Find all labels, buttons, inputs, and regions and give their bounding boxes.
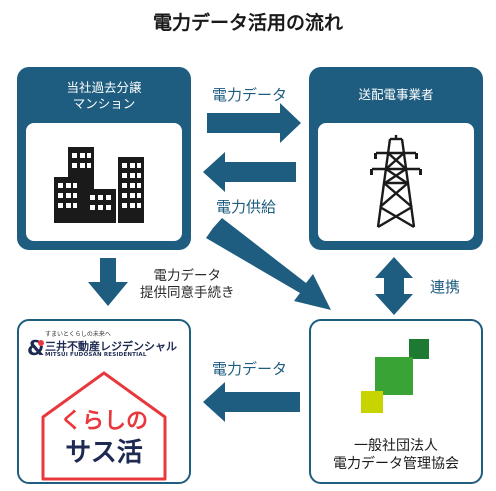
arrow-from-utility xyxy=(203,152,296,192)
utility-inner xyxy=(318,123,474,241)
arrow-to-brand xyxy=(203,382,300,422)
flow-label-link: 連携 xyxy=(430,278,461,296)
brand-logo-mark: & xyxy=(27,337,44,359)
utility-label: 送配電事業者 xyxy=(358,87,434,102)
association-logo-mark xyxy=(361,339,429,413)
arrow-utility-association-link xyxy=(375,257,413,315)
association-label-line1: 一般社団法人 xyxy=(354,438,438,454)
flow-label-consent-line2: 提供同意手続き xyxy=(140,285,235,301)
utility-box: 送配電事業者 xyxy=(309,67,483,250)
flow-label-to-brand: 電力データ xyxy=(212,360,288,378)
flow-label-to-utility: 電力データ xyxy=(212,86,288,104)
developer-label-line2: マンション xyxy=(72,96,136,111)
brand-company-en: MITSUI FUDOSAN RESIDENTIAL xyxy=(45,352,147,358)
developer-label-line1: 当社過去分譲 xyxy=(66,80,142,95)
diagram-title: 電力データ活用の流れ xyxy=(152,12,343,34)
arrow-developer-to-brand xyxy=(88,258,128,306)
flow-label-from-utility: 電力供給 xyxy=(216,198,277,216)
brand-tagline: すまいとくらしの未来へ xyxy=(45,331,111,338)
service-name-line1: くらしの xyxy=(59,409,148,434)
arrow-to-utility xyxy=(207,103,301,143)
service-name-line2: サス活 xyxy=(65,438,143,468)
transmission-tower-icon xyxy=(370,135,422,229)
arrow-consent-to-association xyxy=(206,218,331,310)
house-outline-icon xyxy=(41,371,167,481)
developer-inner xyxy=(26,123,182,241)
association-label-line2: 電力データ管理協会 xyxy=(333,456,459,472)
flow-label-consent: 電力データ 提供同意手続き xyxy=(140,268,235,302)
association-box: 一般社団法人 電力データ管理協会 xyxy=(309,319,483,484)
developer-box: 当社過去分譲 マンション xyxy=(17,67,191,250)
buildings-icon xyxy=(54,147,144,223)
brand-company: 三井不動産レジデンシャル xyxy=(45,340,177,353)
brand-box: すまいとくらしの未来へ & 三井不動産レジデンシャル MITSUI FUDOSA… xyxy=(17,319,191,484)
developer-label: 当社過去分譲 マンション xyxy=(17,80,191,112)
association-label: 一般社団法人 電力データ管理協会 xyxy=(311,437,481,473)
flow-label-consent-line1: 電力データ xyxy=(153,268,222,284)
